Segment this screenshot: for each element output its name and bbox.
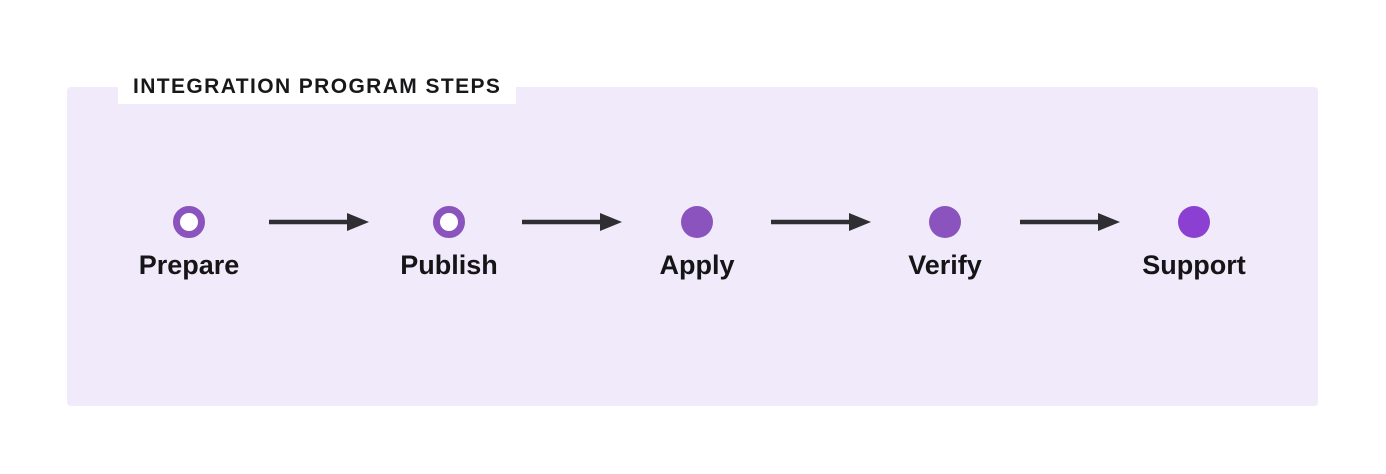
hollow-circle-icon [173,206,205,238]
steps-panel [67,87,1318,406]
step-label: Publish [400,250,498,280]
filled-circle-icon [681,206,713,238]
step-support: Support [1094,206,1294,281]
step-prepare: Prepare [89,206,289,281]
step-publish: Publish [349,206,549,281]
step-label: Apply [659,250,735,280]
step-apply: Apply [597,206,797,281]
diagram-title-box: INTEGRATION PROGRAM STEPS [118,70,517,104]
arrow-right-icon [1020,212,1120,232]
step-label: Prepare [138,250,240,280]
hollow-circle-icon [433,206,465,238]
arrow-right-icon [522,212,622,232]
diagram-title: INTEGRATION PROGRAM STEPS [133,75,502,98]
step-verify: Verify [845,206,1045,281]
arrow-right-icon [771,212,871,232]
filled-circle-icon [1178,206,1210,238]
arrow-right-icon [269,212,369,232]
step-label: Support [1142,250,1246,280]
filled-circle-icon [929,206,961,238]
step-label: Verify [908,250,982,280]
